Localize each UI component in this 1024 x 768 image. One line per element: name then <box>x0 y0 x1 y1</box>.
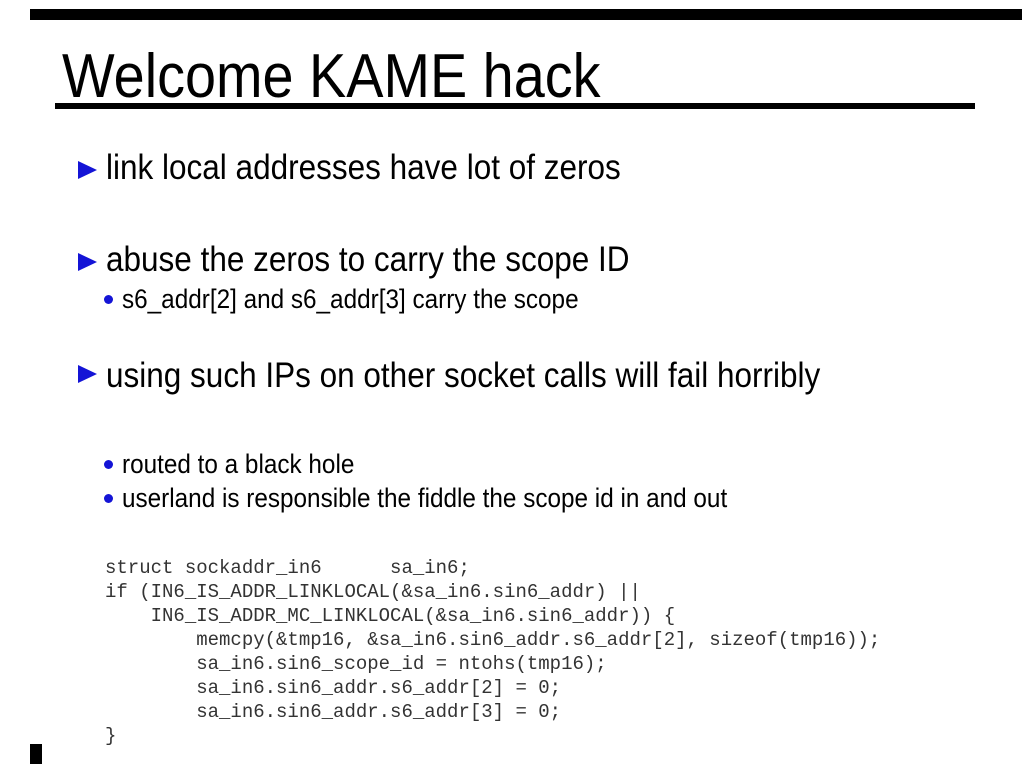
dot-bullet-icon <box>104 295 113 304</box>
bottom-left-decoration-mark <box>30 744 42 764</box>
code-line: } <box>105 725 117 747</box>
code-line: IN6_IS_ADDR_MC_LINKLOCAL(&sa_in6.sin6_ad… <box>105 605 676 627</box>
bullet-text: abuse the zeros to carry the scope ID <box>106 240 630 279</box>
code-line: memcpy(&tmp16, &sa_in6.sin6_addr.s6_addr… <box>105 629 881 651</box>
dot-bullet-icon <box>104 494 113 503</box>
code-block: struct sockaddr_in6 sa_in6; if (IN6_IS_A… <box>105 556 880 748</box>
bullet-item: link local addresses have lot of zeros <box>78 148 678 188</box>
dot-bullet-icon <box>104 460 113 469</box>
code-line: if (IN6_IS_ADDR_LINKLOCAL(&sa_in6.sin6_a… <box>105 581 641 603</box>
triangle-bullet-icon <box>78 365 97 383</box>
slide-title: Welcome KAME hack <box>62 46 660 108</box>
slide-title-text: Welcome KAME hack <box>62 42 601 111</box>
sub-bullet-text: routed to a black hole <box>122 449 355 479</box>
code-line: sa_in6.sin6_scope_id = ntohs(tmp16); <box>105 653 607 675</box>
sub-bullet-item: routed to a black hole <box>104 448 380 480</box>
triangle-bullet-icon <box>78 253 97 271</box>
bullet-text: link local addresses have lot of zeros <box>106 148 621 187</box>
sub-bullet-item: s6_addr[2] and s6_addr[3] carry the scop… <box>104 283 629 315</box>
triangle-bullet-icon <box>78 161 97 179</box>
code-line: sa_in6.sin6_addr.s6_addr[3] = 0; <box>105 701 562 723</box>
bullet-item: using such IPs on other socket calls wil… <box>78 352 900 400</box>
code-line: sa_in6.sin6_addr.s6_addr[2] = 0; <box>105 677 562 699</box>
sub-bullet-text: userland is responsible the fiddle the s… <box>122 483 728 513</box>
bullet-text: using such IPs on other socket calls wil… <box>106 356 821 395</box>
code-line: struct sockaddr_in6 sa_in6; <box>105 557 470 579</box>
title-underline-rule <box>55 103 975 109</box>
bullet-item: abuse the zeros to carry the scope ID <box>78 240 688 280</box>
top-decoration-bar <box>30 9 1022 20</box>
sub-bullet-text: s6_addr[2] and s6_addr[3] carry the scop… <box>122 284 579 314</box>
sub-bullet-item: userland is responsible the fiddle the s… <box>104 482 794 514</box>
